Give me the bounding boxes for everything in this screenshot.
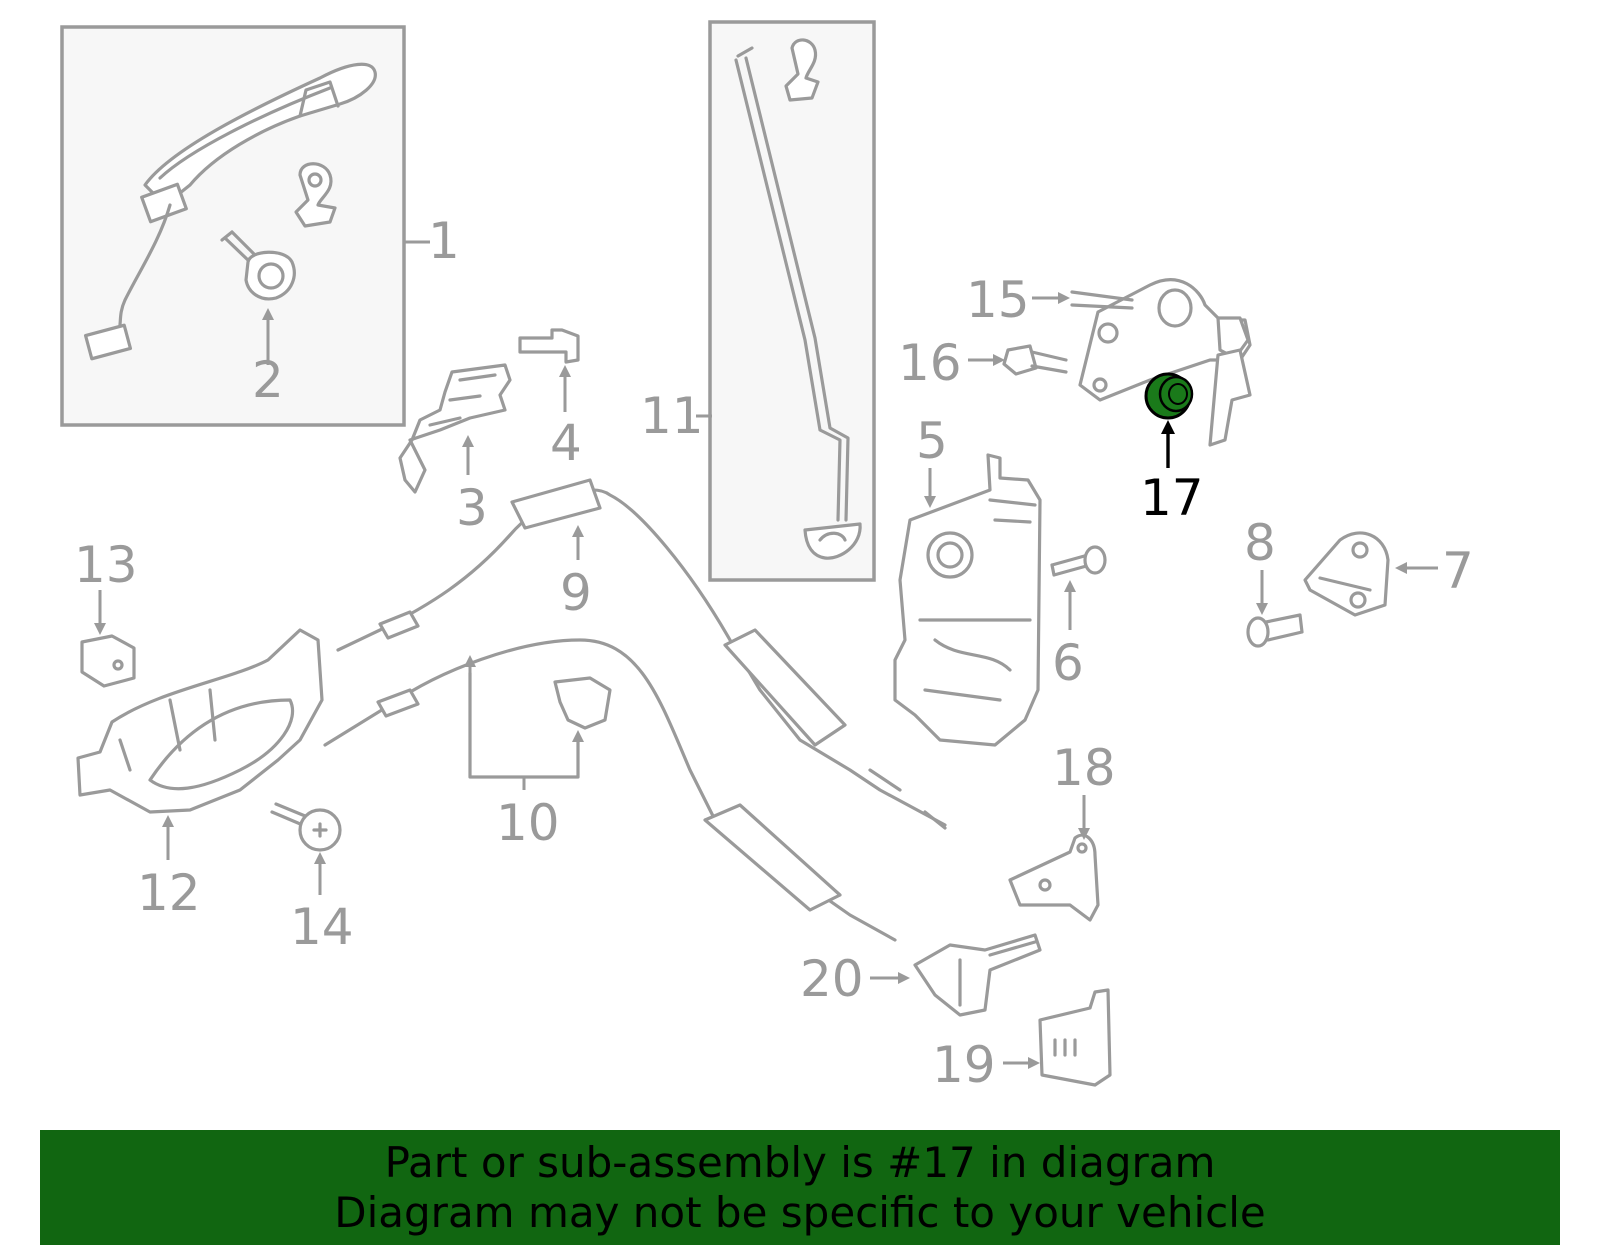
part-14-screw-drawing <box>270 802 342 852</box>
label-part-15: 15 <box>966 271 1030 329</box>
label-part-6: 6 <box>1052 634 1084 692</box>
part-12-inside-handle-drawing <box>76 628 324 814</box>
handle-clip-drawing <box>294 162 337 228</box>
label-part-10: 10 <box>496 794 560 852</box>
label-part-3: 3 <box>456 479 488 537</box>
part-9-cable-drawing <box>336 478 947 830</box>
label-part-7: 7 <box>1442 542 1474 600</box>
label-part-11: 11 <box>640 387 704 445</box>
part-16-bolt-drawing <box>1002 344 1068 376</box>
label-part-14: 14 <box>290 898 354 956</box>
part-10-cable-drawing <box>323 638 897 942</box>
part-15-rod-drawing <box>1070 290 1134 310</box>
part-13-clip-drawing <box>80 634 136 688</box>
label-part-16: 16 <box>898 334 962 392</box>
part-11-group-box <box>708 20 876 582</box>
label-part-12: 12 <box>137 864 201 922</box>
label-part-19: 19 <box>932 1036 996 1094</box>
label-part-9: 9 <box>560 564 592 622</box>
part-4-clip-drawing <box>518 328 580 364</box>
label-part-18: 18 <box>1052 739 1116 797</box>
part-8-screw-drawing <box>1246 613 1304 648</box>
label-part-2: 2 <box>252 351 284 409</box>
part-5-latch-drawing <box>893 453 1042 747</box>
part-20-check-drawing <box>913 933 1042 1017</box>
lock-cylinder-drawing <box>1078 278 1252 447</box>
banner-line-disclaimer: Diagram may not be specific to your vehi… <box>334 1187 1266 1237</box>
part-18-hinge-drawing <box>1008 833 1100 922</box>
label-part-1: 1 <box>428 212 460 270</box>
label-part-13: 13 <box>74 536 138 594</box>
info-banner: Part or sub-assembly is #17 in diagram D… <box>40 1130 1560 1245</box>
part-17-seal-drawing <box>1144 372 1194 420</box>
parts-diagram: 1 2 3 4 5 6 7 8 9 10 11 12 13 14 15 16 1… <box>60 20 1474 1094</box>
label-part-5: 5 <box>916 412 948 470</box>
label-part-4: 4 <box>550 414 582 472</box>
part-19-hinge-drawing <box>1038 988 1112 1087</box>
part-6-screw-drawing <box>1050 545 1107 577</box>
part-7-striker-drawing <box>1303 531 1390 617</box>
leader-lines <box>94 240 1438 1069</box>
label-part-20: 20 <box>800 950 864 1008</box>
banner-line-part: Part or sub-assembly is #17 in diagram <box>384 1137 1216 1187</box>
label-part-17: 17 <box>1140 469 1204 527</box>
cable-clip-drawing <box>553 676 612 730</box>
outside-handle-drawing <box>83 62 377 361</box>
part-2-bolt-drawing <box>220 230 296 301</box>
part-3-bracket-drawing <box>398 363 512 494</box>
label-part-8: 8 <box>1244 514 1276 572</box>
part-11-rod-drawing <box>734 38 862 560</box>
